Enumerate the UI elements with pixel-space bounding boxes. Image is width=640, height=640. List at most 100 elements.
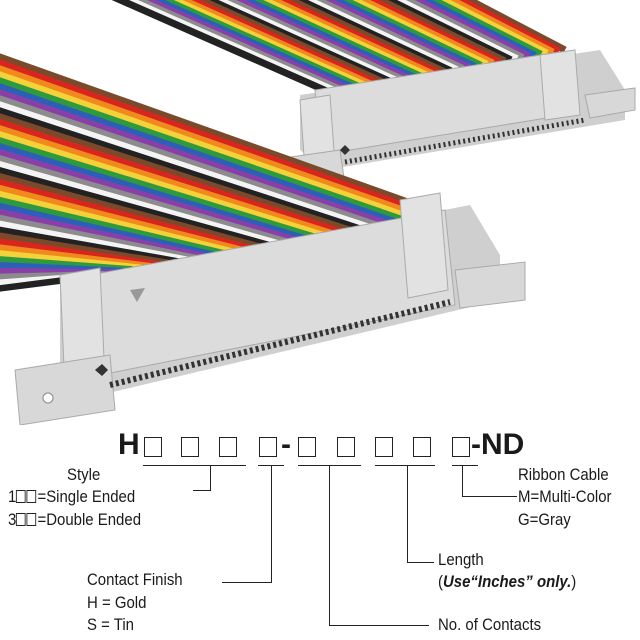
part-number-prefix: H [118,428,140,461]
cable-wire [0,184,244,254]
cable-wire [399,0,525,61]
cable-wire [309,0,465,72]
cable-wire [246,0,423,80]
cable-wire [0,125,336,238]
cable-wire [426,0,543,58]
contact-finish-box [259,437,277,457]
cable-wire [0,107,364,233]
part-number-dash: - [281,428,291,461]
cable-wire [282,0,447,76]
ribbon-cable-assembly-illustration [0,0,636,425]
cable-wire [462,0,567,54]
finish-leader [271,465,272,583]
cable-wire [0,89,391,228]
cable-wire [0,161,281,247]
cable-wire [0,101,373,231]
contacts-leader [329,465,330,626]
cable-wire [0,190,235,255]
contact-finish-title: Contact Finish [87,570,183,589]
contacts-leader-h [329,625,429,626]
ribbon-underline [452,465,478,466]
style-digit: 1 [8,487,17,506]
style-title: Style [67,465,101,484]
cable-wire [0,113,355,235]
style-option-double: 3 =Double Ended [8,510,141,530]
cable-wire [0,220,189,263]
cable-wire [327,0,477,70]
cable-wire [273,0,441,77]
cable-wire [300,0,459,73]
cable-wire [255,0,429,79]
style-box-2 [181,437,199,457]
cable-wire [0,226,179,265]
style-leader-h [193,490,211,491]
cable-wire [417,0,537,59]
ribbon-box [452,437,470,457]
length-title: Length [438,550,484,569]
back-ribbon-cable [111,0,567,97]
style-box-3 [219,437,237,457]
cable-wire [237,0,417,81]
cable-wire [0,155,290,246]
cable-wire [390,0,519,62]
paren: ( [438,572,443,591]
contact-finish-tin: S = Tin [87,615,134,634]
style-leader [210,465,211,491]
style-digit: 3 [8,510,17,529]
cable-wire [192,0,387,87]
cable-wire [0,83,401,227]
ribbon-gray: G=Gray [518,510,571,529]
cable-wire [0,232,170,267]
cable-wire [0,208,207,260]
cable-wire [318,0,471,71]
paren: ) [571,572,577,591]
cable-wire [444,0,555,56]
part-number-suffix: -ND [471,428,525,461]
contacts-title: No. of Contacts [438,615,542,634]
cable-wire [0,202,216,259]
cable-wire [0,65,428,222]
cable-wire [354,0,495,67]
length-note: (Use“Inches” only.) [438,572,576,592]
cable-wire [336,0,483,69]
length-box-1 [375,437,393,457]
cable-wire [0,167,272,249]
front-connector [14,192,526,425]
cable-wire [0,238,161,268]
style-text: =Double Ended [37,510,142,529]
cable-wire [0,214,198,262]
cable-wire [0,137,318,241]
cable-wire [345,0,489,68]
ribbon-leader-h [462,496,517,497]
length-note-text: Use“Inches” only. [442,572,572,591]
contacts-box-2 [337,437,355,457]
contacts-box-1 [298,437,316,457]
cable-wire [0,149,299,244]
cable-wire [0,95,382,230]
cable-wire [0,77,410,225]
cable-wire [0,196,225,257]
cable-wire [0,131,327,239]
cable-wire [228,0,411,82]
cable-wire [0,119,345,236]
contact-finish-gold: H = Gold [87,593,147,612]
length-leader [407,465,408,563]
front-ribbon-cable [0,53,447,292]
cable-wire [363,0,501,66]
cable-wire [264,0,435,78]
cable-wire [291,0,453,75]
cable-wire [0,59,437,220]
cable-wire [201,0,393,86]
cable-wire [0,178,253,252]
cable-wire [0,143,308,243]
cable-wire [453,0,561,55]
cable-wire [381,0,513,64]
ribbon-leader [462,465,463,497]
ribbon-title: Ribbon Cable [518,465,609,484]
length-underline [375,465,435,466]
style-box-1 [144,437,162,457]
cable-wire [435,0,549,57]
ribbon-multicolor: M=Multi-Color [518,487,612,506]
style-option-single: 1=Single Ended [8,487,135,507]
cable-wire [0,53,447,219]
